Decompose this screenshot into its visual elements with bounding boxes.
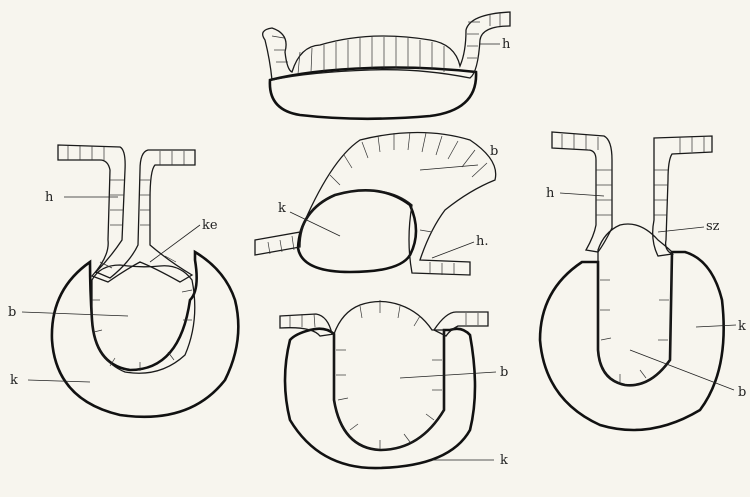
label-h-right: h	[546, 186, 555, 201]
yolk-sphere-left	[52, 252, 238, 417]
label-h-left: h	[45, 190, 54, 205]
label-b-left: b	[8, 305, 16, 320]
figure-middle-lower: b k	[280, 300, 508, 468]
figure-right: h sz k b	[540, 132, 746, 430]
archenteron-right	[598, 224, 672, 385]
leader-sz-right	[658, 227, 704, 232]
leader-k-right	[696, 325, 736, 327]
label-h-middle-upper: h.	[476, 234, 489, 249]
yolk-mass-middle-upper	[298, 190, 416, 272]
label-k-middle-lower: k	[500, 453, 508, 468]
surface-layer-middle-lower	[280, 312, 488, 336]
label-k-left: k	[10, 373, 18, 388]
label-ke-left: ke	[202, 218, 218, 233]
archenteron-middle-lower	[334, 302, 444, 451]
blastoderm-layer-middle-upper	[255, 133, 496, 276]
leader-h-right	[560, 193, 604, 196]
leader-b-middle-upper	[420, 165, 478, 170]
label-b-middle-lower: b	[500, 365, 508, 380]
leader-b-left	[22, 312, 128, 316]
label-h-top: h	[502, 37, 511, 52]
epithelial-hatching-right	[562, 134, 704, 383]
label-sz-right: sz	[706, 219, 720, 234]
label-k-right: k	[738, 319, 746, 334]
figure-middle-upper: b k h.	[255, 132, 498, 275]
figure-left: h ke b k	[8, 145, 238, 417]
leader-b-middle-lower	[400, 372, 496, 378]
figure-top: h	[263, 12, 511, 119]
leader-h-middle-upper	[432, 242, 474, 258]
yolk-cup-right	[540, 252, 724, 430]
leader-ke-left	[150, 225, 200, 262]
label-k-middle-upper: k	[278, 201, 286, 216]
label-b-right: b	[738, 385, 746, 400]
leader-k-left	[28, 380, 90, 382]
label-b-middle-upper: b	[490, 144, 498, 159]
